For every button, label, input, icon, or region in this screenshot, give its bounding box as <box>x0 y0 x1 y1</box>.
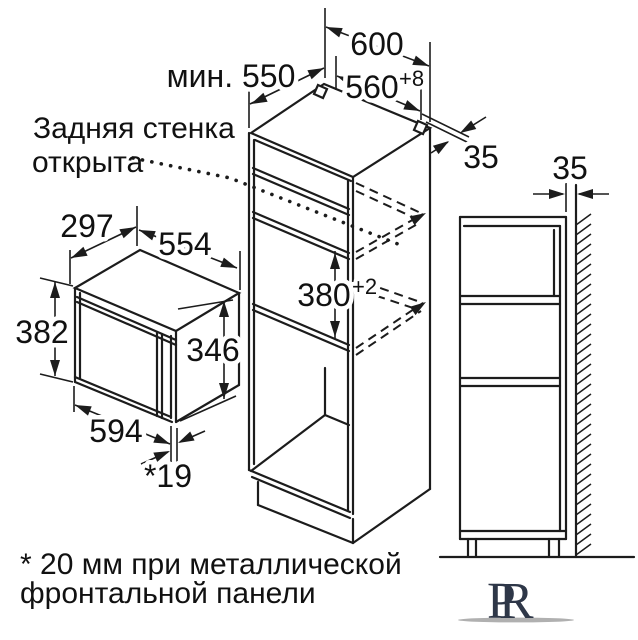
microwave-isometric <box>72 248 242 424</box>
dimension-mw-door-width: 594 <box>73 386 172 462</box>
dim-door-protrusion-label: *19 <box>144 458 192 494</box>
dim-niche-height-label: 380 <box>297 277 350 313</box>
dim-mw-top-width-label: 554 <box>158 226 211 262</box>
dimension-mw-front-height: 346 <box>177 299 244 422</box>
dim-mw-height-label: 382 <box>15 314 68 350</box>
dim-mw-door-width-label: 594 <box>89 413 142 449</box>
dim-inner-width-tolerance: +8 <box>399 66 424 91</box>
dimension-niche-height: 380 +2 <box>293 251 381 339</box>
dim-mw-depth-label: 297 <box>60 208 113 244</box>
dimension-inner-width: 560 +8 <box>335 56 428 120</box>
watermark-logo: PR <box>458 573 574 630</box>
footnote-line1: * 20 мм при металлической <box>20 548 402 581</box>
dim-niche-height-tolerance: +2 <box>352 274 377 299</box>
logo-swoosh <box>458 617 574 623</box>
dimension-mw-top-width: 554 <box>137 222 241 290</box>
dim-mw-front-height-label: 346 <box>186 332 239 368</box>
dimension-min-depth: мин. 550 <box>162 8 327 128</box>
dimension-outer-width: 600 <box>324 22 431 122</box>
back-wall-note-line1: Задняя стенка <box>33 112 235 145</box>
dim-min-depth-label: мин. 550 <box>167 58 296 94</box>
dim-outer-width-label: 600 <box>350 26 403 62</box>
dim-wall-gap-label: 35 <box>552 150 588 186</box>
dim-inner-width-label: 560 <box>345 69 398 105</box>
footnote-line2: фронтальной панели <box>20 577 316 610</box>
dimension-door-protrusion: *19 <box>139 428 206 499</box>
dimension-mw-depth: 297 <box>56 204 139 284</box>
dim-top-rear-gap-label: 35 <box>463 139 499 175</box>
cabinet-open-back-dashed <box>355 182 424 356</box>
cabinet-isometric <box>247 82 433 545</box>
dimension-top-rear-gap: 35 <box>421 113 503 180</box>
dimension-mw-height: 382 <box>11 277 73 383</box>
back-wall-note-line2: открыта <box>32 146 144 179</box>
cabinet-side-view <box>438 183 636 559</box>
dimension-wall-gap: 35 <box>533 146 609 212</box>
wall-hatching <box>575 213 592 556</box>
